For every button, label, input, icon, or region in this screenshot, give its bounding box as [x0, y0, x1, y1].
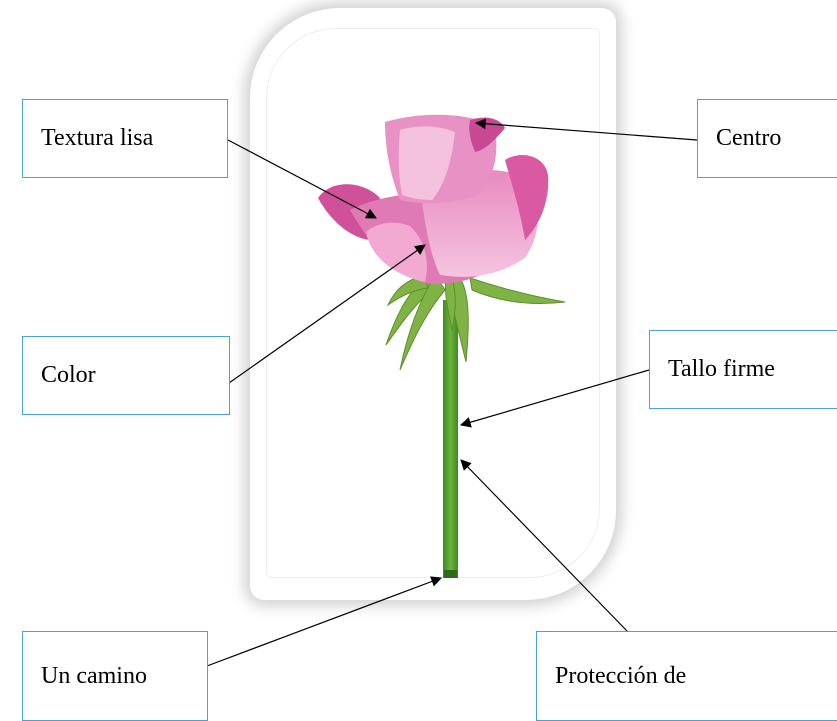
connector-tallo [459, 369, 650, 428]
rose-stem [443, 300, 458, 578]
connector-color [228, 244, 426, 384]
label-proteccion-de: Protección de [536, 631, 837, 721]
connector-lines [206, 118, 698, 667]
connector-centro [474, 118, 698, 141]
rose-sepals [385, 266, 566, 371]
label-un-camino: Un camino [22, 631, 208, 721]
label-color: Color [22, 336, 230, 415]
label-color-text: Color [41, 362, 96, 388]
connector-textura [227, 139, 377, 219]
label-tallo-firme-text: Tallo firme [668, 356, 775, 382]
label-textura-lisa: Textura lisa [22, 99, 228, 178]
connector-camino [206, 576, 443, 667]
label-tallo-firme: Tallo firme [649, 330, 837, 409]
label-centro: Centro [697, 99, 837, 178]
label-centro-text: Centro [716, 125, 782, 151]
label-proteccion-de-text: Protección de [555, 662, 687, 689]
rose-bloom [318, 114, 549, 284]
label-textura-lisa-text: Textura lisa [41, 125, 154, 151]
connector-proteccion [460, 459, 629, 633]
label-un-camino-text: Un camino [41, 662, 147, 689]
rose-stem-cut-end [444, 570, 457, 578]
